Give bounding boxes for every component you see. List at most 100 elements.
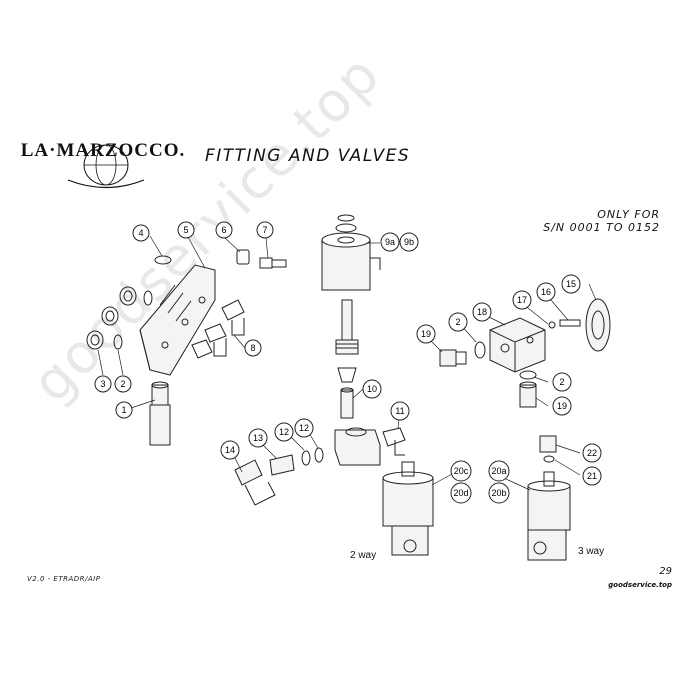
callout-1-label: 1 [121,405,126,415]
callout-20c: 20c [450,460,472,482]
part-rings-left [86,286,153,350]
callout-20d-label: 20d [453,488,468,498]
logo-globe-icon [67,144,145,189]
part-manifold-bar [139,264,216,376]
callout-16-label: 16 [541,287,551,297]
callout-22: 22 [582,443,602,463]
callout-19b: 19 [552,396,572,416]
callout-4-label: 4 [138,228,143,238]
part-10 [340,387,354,419]
callout-2-right-b: 2 [552,372,572,392]
callout-2-right-a-label: 2 [455,317,460,327]
callout-3-label: 3 [100,379,105,389]
part-fitting-19b [519,381,537,408]
callout-14-label: 14 [225,445,235,455]
callout-7: 7 [256,221,274,239]
callout-2-right-b-label: 2 [559,377,564,387]
callout-19a: 19 [416,324,436,344]
part-valve-body-center [334,427,381,466]
callout-20c-label: 20c [454,466,469,476]
callout-21-label: 21 [587,471,597,481]
callout-11-label: 11 [395,406,404,416]
serial-note-line2: S/N 0001 TO 0152 [543,221,660,234]
callout-13: 13 [248,428,268,448]
part-elbow-14 [234,459,276,506]
callout-17-label: 17 [517,295,527,305]
part-17 [548,321,556,329]
part-pin-16 [559,319,581,327]
callout-1: 1 [115,401,133,419]
part-fitting-13 [269,454,295,476]
callout-15: 15 [561,274,581,294]
part-22 [539,435,557,453]
callout-4: 4 [132,224,150,242]
callout-17: 17 [512,290,532,310]
callout-9b: 9b [399,232,419,252]
part-fitting-1 [149,381,171,446]
callout-10: 10 [362,379,382,399]
part-fitting-19a [439,349,467,367]
callout-6-label: 6 [221,225,226,235]
callout-20a: 20a [488,460,510,482]
page-title: FITTING AND VALVES [205,146,411,166]
part-elbow-11 [382,427,406,456]
callout-20a-label: 20a [491,466,506,476]
page-number: 29 [659,566,672,577]
part-fitting-7 [259,257,287,269]
part-washer-4 [154,255,172,265]
callout-15-label: 15 [566,279,576,289]
part-coil-9 [321,214,381,291]
callout-7-label: 7 [262,225,267,235]
callout-11: 11 [390,401,410,421]
part-oring-12a [301,450,311,466]
brand-logo: LA·MARZOCCO. [20,140,186,161]
callout-5: 5 [177,221,195,239]
callout-21: 21 [582,466,602,486]
callout-19a-label: 19 [421,329,431,339]
part-block-18 [489,317,546,373]
callout-5-label: 5 [183,225,188,235]
part-21 [543,455,555,463]
callout-12b-label: 12 [299,423,309,433]
callout-2-right-a: 2 [448,312,468,332]
callout-18-label: 18 [477,307,487,317]
serial-note: ONLY FOR S/N 0001 TO 0152 [543,208,660,234]
label-2-way: 2 way [350,550,377,561]
callout-16: 16 [536,282,556,302]
label-3-way: 3 way [578,546,605,557]
callout-12b: 12 [294,418,314,438]
callout-9a-label: 9a [385,237,395,247]
callout-6: 6 [215,221,233,239]
part-oring-12b [314,447,324,463]
callout-20b-label: 20b [491,488,506,498]
callout-18: 18 [472,302,492,322]
version-text: V2.0 - ETRADR/AIP [27,575,101,583]
callout-2: 2 [114,375,132,393]
callout-20d: 20d [450,482,472,504]
callout-3: 3 [94,375,112,393]
callout-20b: 20b [488,482,510,504]
callout-12a: 12 [274,422,294,442]
callout-12a-label: 12 [279,427,289,437]
callout-13-label: 13 [253,433,263,443]
site-text: goodservice.top [608,581,672,589]
part-oring-2-right-a [474,341,486,359]
serial-note-line1: ONLY FOR [597,208,660,221]
part-valve-3way [527,471,571,561]
callout-14: 14 [220,440,240,460]
part-valve-stem [335,299,359,383]
part-oring-2-right-b [519,370,537,380]
callout-8: 8 [244,339,262,357]
part-nut-6 [236,249,250,265]
callout-22-label: 22 [587,448,597,458]
callout-10-label: 10 [367,384,377,394]
part-disc-15 [585,298,611,352]
callout-2-label: 2 [120,379,125,389]
callout-9b-label: 9b [404,237,414,247]
callout-9a: 9a [380,232,400,252]
callout-8-label: 8 [250,343,255,353]
part-elbows-8 [191,299,245,359]
callout-19b-label: 19 [557,401,567,411]
callout-bubbles: 4 5 6 7 8 1 3 2 9a 9b 10 11 12 12 13 14 … [94,221,602,504]
